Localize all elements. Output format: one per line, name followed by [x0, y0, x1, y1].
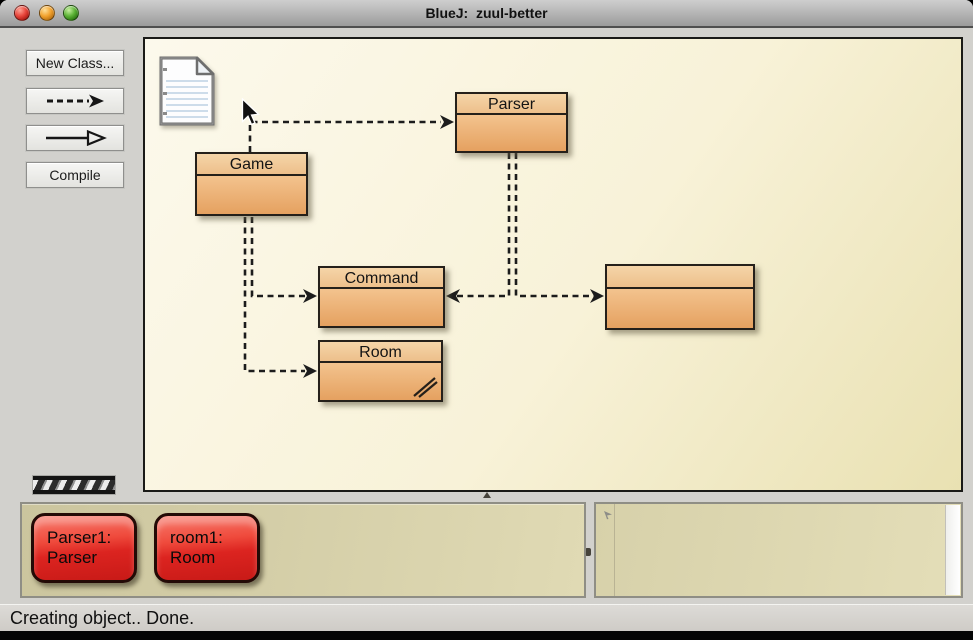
class-box-game[interactable]: Game [195, 152, 308, 216]
bottom-edge [0, 631, 973, 640]
class-name-label [607, 266, 753, 289]
close-button[interactable] [14, 5, 30, 21]
object-parser1[interactable]: Parser1: Parser [31, 513, 137, 583]
compile-button[interactable]: Compile [26, 162, 124, 188]
uses-arrow-game-room[interactable] [243, 217, 305, 373]
object-type-label: Room [170, 548, 216, 568]
class-name-label: Room [320, 342, 441, 363]
class-box-unnamed[interactable] [605, 264, 755, 330]
uses-arrow-game-parser[interactable] [248, 120, 441, 152]
diagram-resize-handle[interactable] [483, 492, 491, 498]
class-body [607, 289, 753, 328]
arrowhead-icon [303, 289, 317, 303]
minimize-button[interactable] [39, 5, 55, 21]
uses-arrow-icon [47, 94, 104, 108]
uses-arrow-parser-unnamed[interactable] [514, 153, 594, 298]
class-body [320, 363, 441, 400]
object-type-label: Parser [47, 548, 98, 568]
uses-arrow-game-command[interactable] [250, 217, 305, 298]
new-class-button[interactable]: New Class... [26, 50, 124, 76]
codepad-scrollbar[interactable] [945, 505, 960, 595]
uses-arrow-button[interactable] [26, 88, 124, 114]
codepad-prompt-icon [604, 511, 612, 520]
uncompiled-slash-icon [413, 377, 438, 398]
object-room1[interactable]: room1: Room [154, 513, 260, 583]
class-body [197, 176, 306, 214]
arrowhead-icon [440, 115, 454, 129]
class-name-label: Parser [457, 94, 566, 115]
object-bench[interactable]: Parser1: Parser room1: Room [20, 502, 586, 598]
status-text: Creating object.. Done. [10, 608, 195, 628]
class-body [457, 115, 566, 151]
readme-note-icon[interactable] [158, 55, 216, 127]
object-name-label: Parser1: [47, 528, 112, 547]
class-body [320, 289, 443, 326]
arrowhead-icon [303, 364, 317, 378]
relation-arrows-layer [243, 115, 604, 378]
window-title: BlueJ: zuul-better [425, 5, 548, 21]
arrowhead-icon [590, 289, 604, 303]
arrowhead-icon [446, 289, 460, 303]
class-box-room[interactable]: Room [318, 340, 443, 402]
title-bar[interactable]: BlueJ: zuul-better [0, 0, 973, 28]
bench-codepad-splitter-handle[interactable] [585, 548, 591, 556]
class-diagram-panel[interactable]: Parser Game Command Room [143, 37, 963, 492]
class-name-label: Command [320, 268, 443, 289]
inheritance-arrow-icon [46, 130, 107, 146]
object-name-label: room1: [170, 528, 223, 547]
inheritance-arrow-button[interactable] [26, 125, 124, 151]
progress-stripe-bar [33, 476, 115, 494]
class-name-label: Game [197, 154, 306, 176]
codepad-margin-line [614, 504, 615, 596]
uses-arrow-parser-command[interactable] [456, 153, 511, 298]
status-bar: Creating object.. Done. [0, 604, 973, 632]
codepad-panel[interactable] [594, 502, 963, 598]
mouse-cursor-icon [241, 98, 260, 126]
class-box-parser[interactable]: Parser [455, 92, 568, 153]
zoom-button[interactable] [63, 5, 79, 21]
class-box-command[interactable]: Command [318, 266, 445, 328]
